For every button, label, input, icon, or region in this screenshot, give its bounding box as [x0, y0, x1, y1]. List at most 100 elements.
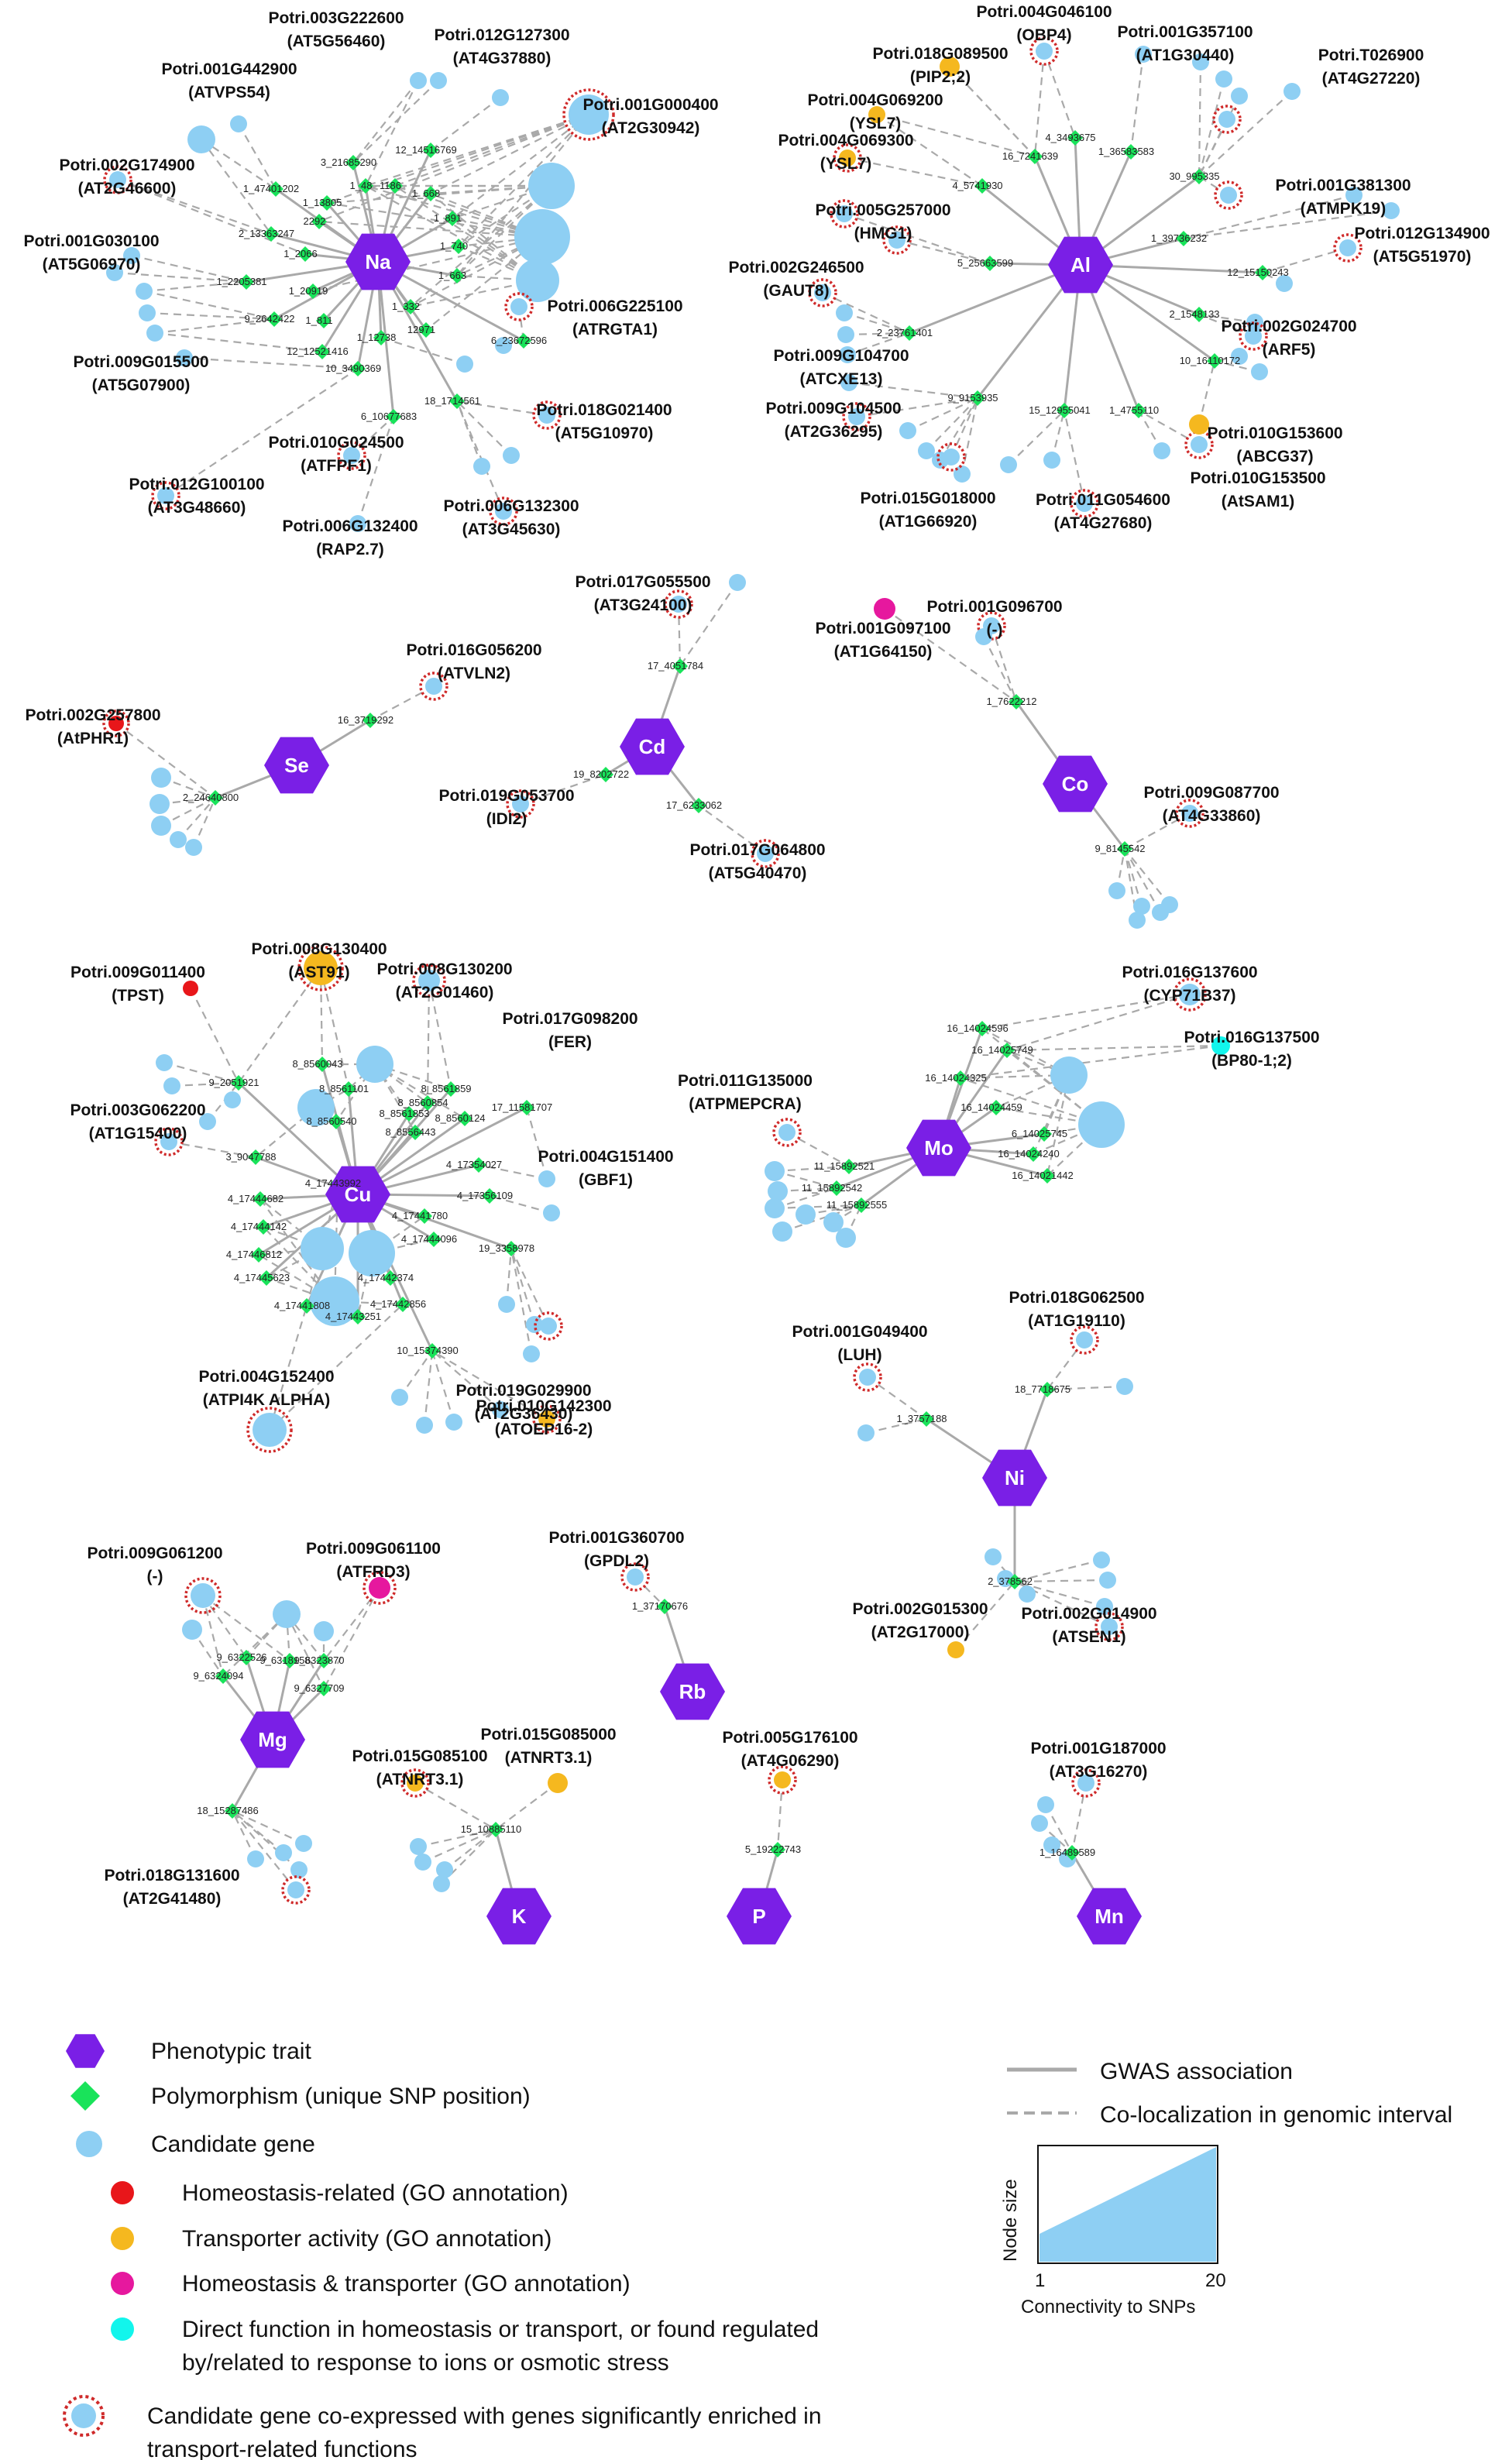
- trait-node-rb: [660, 1663, 725, 1720]
- coexpression-ring: [532, 1404, 562, 1434]
- candidate-gene-node: [538, 407, 555, 424]
- coexpression-ring: [772, 1118, 802, 1147]
- colocalization-edge: [983, 636, 1017, 703]
- snp-label: 1_48: [350, 180, 373, 191]
- candidate-gene-node: [170, 831, 187, 848]
- gene-alias-label: (GPDL2): [584, 1552, 649, 1570]
- trait-node-mn: [1077, 1888, 1142, 1945]
- candidate-gene-node: [1339, 239, 1356, 256]
- snp-label: 1_668: [412, 187, 440, 199]
- candidate-gene-node: [287, 1881, 304, 1898]
- colocalization-edge: [698, 805, 766, 854]
- snp-label: 6_23672596: [491, 335, 547, 346]
- colocalization-edge: [414, 1782, 497, 1830]
- candidate-gene-node: [899, 422, 916, 439]
- snp-node: [488, 1822, 503, 1837]
- snp-label: 1_39736232: [1151, 232, 1207, 244]
- colocalization-edge: [520, 773, 607, 806]
- snp-label: 4_5741930: [952, 180, 1002, 191]
- coexpression-ring: [1071, 1768, 1101, 1798]
- coexpression-ring: [246, 1407, 293, 1453]
- colocalization-edge: [430, 193, 538, 281]
- snp-label: 1_16489589: [1040, 1847, 1095, 1858]
- candidate-gene-node: [495, 337, 512, 354]
- snp-label: 2_23761401: [877, 327, 933, 338]
- gene-alias-label: (AT1G19110): [1028, 1312, 1125, 1330]
- colocalization-edge: [323, 1587, 380, 1661]
- colocalization-edge: [867, 1376, 927, 1420]
- node-size-scale-wedge: [1040, 2147, 1216, 2262]
- candidate-gene-node: [516, 259, 559, 302]
- candidate-gene-node: [943, 448, 960, 466]
- candidate-gene-node: [765, 1161, 785, 1181]
- snp-label: 10_15374390: [397, 1345, 459, 1356]
- snp-label: 2_13363247: [239, 228, 294, 239]
- legend-direct-label-2: by/related to response to ions or osmoti…: [182, 2350, 669, 2376]
- snp-node: [363, 713, 378, 728]
- snp-label: 1_13805: [303, 197, 342, 208]
- snp-node: [239, 274, 254, 290]
- trait-label: P: [752, 1905, 765, 1928]
- candidate-gene-node: [156, 1054, 173, 1071]
- snp-node: [449, 393, 465, 409]
- trait-label: Mn: [1094, 1905, 1124, 1928]
- candidate-gene-node: [1251, 363, 1268, 380]
- snp-label: 6_10677683: [361, 411, 417, 422]
- candidate-gene-node: [1101, 1618, 1118, 1635]
- gene-alias-label: (AT4G33860): [1163, 807, 1261, 825]
- candidate-gene-node: [627, 1568, 644, 1586]
- candidate-gene-node: [160, 1133, 177, 1150]
- snp-label: 17_11581707: [492, 1101, 553, 1113]
- colocalization-edge: [1129, 53, 1145, 153]
- colocalization-edge: [154, 332, 323, 353]
- snp-node: [373, 330, 389, 345]
- snp-node: [443, 1081, 459, 1097]
- snp-node: [988, 1100, 1004, 1115]
- snp-label: 2292: [304, 215, 326, 227]
- snp-label: 12_15150243: [1227, 266, 1289, 278]
- gene-alias-label: (ATNRT3.1): [376, 1771, 464, 1788]
- snp-node: [358, 178, 373, 194]
- snp-node: [417, 1208, 432, 1224]
- snp-node: [919, 1411, 934, 1427]
- colocalization-edge: [960, 1044, 1222, 1080]
- colocalization-edge: [505, 1248, 513, 1305]
- trait-label: Mg: [258, 1728, 287, 1751]
- colocalization-edge: [955, 1581, 1015, 1651]
- snp-label: 4_17443992: [305, 1177, 361, 1189]
- coexpression-ring: [842, 402, 871, 431]
- snp-node: [1191, 307, 1207, 322]
- snp-node: [471, 1157, 486, 1173]
- gene-id-label: Potri.012G127300: [434, 26, 569, 44]
- trait-node-co: [1043, 755, 1108, 813]
- coexpression-ring: [620, 1562, 650, 1592]
- coexpression-ring: [1175, 799, 1204, 828]
- snp-label: 18_15287486: [197, 1805, 259, 1816]
- colocalization-edge: [191, 1629, 224, 1677]
- gene-id-label: Potri.009G104500: [765, 400, 901, 417]
- trait-label: Co: [1062, 772, 1089, 795]
- colocalization-edge: [1043, 50, 1077, 139]
- gene-alias-label: (AT5G07900): [92, 376, 191, 394]
- snp-node: [263, 226, 279, 242]
- snp-label: 3_21685290: [321, 156, 376, 168]
- colocalization-edge: [201, 1595, 225, 1677]
- colocalization-edge: [266, 1276, 335, 1303]
- candidate-gene-node: [109, 171, 126, 188]
- candidate-gene-node: [151, 768, 171, 788]
- colocalization-edge: [365, 185, 538, 281]
- gene-id-label: Potri.009G061200: [87, 1544, 222, 1562]
- colocalization-edge: [856, 397, 978, 418]
- coexpression-ring: [154, 1127, 184, 1156]
- candidate-gene-node: [823, 1212, 844, 1232]
- candidate-gene-node: [940, 57, 960, 77]
- colocalization-edge: [430, 97, 501, 151]
- colocalization-edge: [495, 1782, 558, 1830]
- colocalization-edge: [117, 178, 272, 235]
- candidate-gene-node: [247, 1850, 264, 1867]
- scale-max-label: 20: [1205, 2270, 1226, 2291]
- snp-label: 8_8560124: [435, 1112, 485, 1124]
- gene-alias-label: (ATMPK19): [1301, 200, 1386, 218]
- colocalization-edge: [1045, 1804, 1073, 1854]
- snp-label: 1_12738: [357, 332, 397, 343]
